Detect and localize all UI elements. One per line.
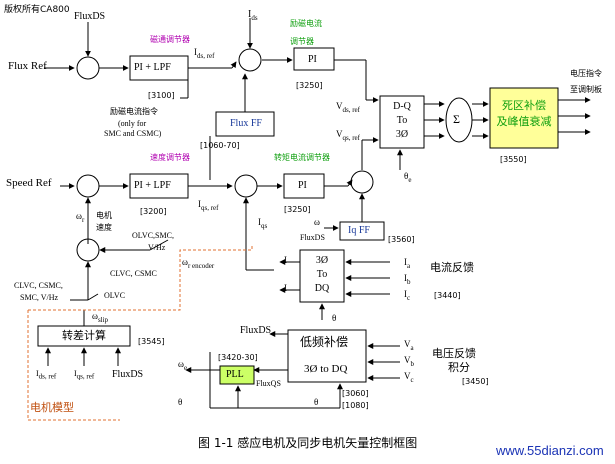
fluxds-ff-label: FluxDS xyxy=(300,233,325,242)
va-label: Va xyxy=(404,339,414,352)
pi-torque-block: PI xyxy=(298,180,307,191)
fluxds-top-label: FluxDS xyxy=(74,11,106,22)
dq-to-3-block: D-Q To 3Ø xyxy=(393,101,411,140)
flux-ff-block: Flux FF xyxy=(230,118,262,129)
sum-excite xyxy=(238,48,262,72)
vds-ref-label: Vds, ref xyxy=(336,101,360,114)
pll-block: PLL xyxy=(226,369,244,380)
fluxds-out-label: FluxDS xyxy=(240,325,272,336)
integral-code: [3450] xyxy=(462,377,489,386)
omega-slip-label: ωslip xyxy=(92,311,109,324)
clvc-csmc-label: CLVC, CSMC xyxy=(110,269,157,278)
omega-r-label: ωr xyxy=(76,211,85,224)
ids-ref-label: Ids, ref xyxy=(194,47,215,60)
flux-ff-code: [1060-70] xyxy=(200,141,240,150)
clvc-csmc-smc-label: CLVC, CSMC, xyxy=(14,281,63,290)
pi-torque-code: [3250] xyxy=(284,205,311,214)
slip-calc-block: 转差计算 xyxy=(62,329,106,342)
flux-pi-lpf-block: PI + LPF xyxy=(134,62,171,73)
fluxqs-label: FluxQS xyxy=(256,379,281,388)
motor-model-label: 电机模型 xyxy=(30,401,74,414)
theta-e-lf-label: θ xyxy=(332,313,337,323)
slip-calc-code: [3545] xyxy=(138,337,165,346)
omega-e-out-label: ωe xyxy=(178,359,188,372)
smc-csmc-label: SMC and CSMC) xyxy=(104,129,162,138)
integral-label: 积分 xyxy=(448,361,470,374)
flux-pi-code: [3100] xyxy=(148,91,175,100)
theta-e-label: θe xyxy=(404,171,412,184)
vqs-ref-label: Vqs, ref xyxy=(336,129,360,142)
sum-torque xyxy=(234,174,258,198)
pi-excite-code: [3250] xyxy=(296,81,323,90)
omega-e-ff-label: ω xyxy=(314,217,320,227)
theta-e-bottom-label: θ xyxy=(178,397,183,407)
motor-speed-label: 电机 xyxy=(96,211,112,220)
smc-vhz-label: SMC, V/Hz xyxy=(20,293,59,302)
speed-regulator-label: 速度调节器 xyxy=(150,153,190,162)
ids-out-label: I xyxy=(284,255,287,265)
three-to-dq-block: 3Ø To DQ xyxy=(314,255,330,294)
three-to-dq2-label: 3Ø to DQ xyxy=(304,363,348,375)
current-feedback-label: 电流反馈 xyxy=(430,261,474,274)
flux-regulator-label: 磁通调节器 xyxy=(150,35,190,44)
iq-ff-code: [3560] xyxy=(388,235,415,244)
excite-regulator-label2: 调节器 xyxy=(290,37,314,46)
lowfreq-code2: [1080] xyxy=(342,401,369,410)
modulator-label: 至调制板 xyxy=(570,85,602,94)
omega-encoder-label: ωr encoder xyxy=(182,257,215,270)
watermark-url: www.55dianzi.com xyxy=(496,443,604,458)
ic-label: Ic xyxy=(404,289,411,302)
three-to-dq-code: [3440] xyxy=(434,291,461,300)
speed-pi-code: [3200] xyxy=(140,207,167,216)
iqs-ref-label: Iqs, ref xyxy=(198,199,219,212)
sum-speed xyxy=(76,174,100,198)
vc-label: Vc xyxy=(404,371,414,384)
ib-label: Ib xyxy=(404,273,411,286)
excite-regulator-label: 励磁电流 xyxy=(290,19,322,28)
olvc-label: OLVC xyxy=(104,291,126,300)
figure-caption: 图 1-1 感应电机及同步电机矢量控制框图 xyxy=(198,436,418,450)
pll-code: [3420-30] xyxy=(218,353,258,362)
copyright-text: 版权所有CA800 xyxy=(4,5,70,15)
iqs-ref-in-label: Iqs, ref xyxy=(74,369,95,381)
iqs-fb-label: Iqs xyxy=(258,217,268,230)
flux-ref-label: Flux Ref xyxy=(8,60,47,72)
sum-vector-symbol: Σ xyxy=(453,112,460,126)
theta-e-bottom2-label: θ xyxy=(314,397,319,407)
lowfreq-block: 低频补偿 xyxy=(300,335,349,349)
speed-ref-label: Speed Ref xyxy=(6,177,52,189)
iq-ff-block: Iq FF xyxy=(348,225,370,236)
voltage-feedback-label: 电压反馈 xyxy=(432,347,476,360)
ids-ref-in-label: Ids, ref xyxy=(36,369,57,381)
fluxds-in-label: FluxDS xyxy=(112,369,144,380)
ia-label: Ia xyxy=(404,257,411,270)
vb-label: Vb xyxy=(404,355,414,368)
lowfreq-code: [3060] xyxy=(342,389,369,398)
excite-cmd-label: 励磁电流指令 xyxy=(110,107,158,116)
iqs-out-label: I xyxy=(284,283,287,293)
speed-pi-lpf-block: PI + LPF xyxy=(134,180,171,191)
only-for-label: (only for xyxy=(118,119,147,128)
ids-top-label: Ids xyxy=(248,9,258,22)
pi-excite-block: PI xyxy=(308,54,317,65)
sum-flux xyxy=(76,56,100,80)
motor-speed-label2: 速度 xyxy=(96,223,112,232)
vhz-label: V/Hz xyxy=(148,243,166,252)
sum-vq xyxy=(350,170,374,194)
deadtime-code: [3550] xyxy=(500,155,527,164)
olvc-smc-label: OLVC,SMC, xyxy=(132,231,174,240)
volt-cmd-label: 电压指令 xyxy=(570,69,602,78)
torque-regulator-label: 转矩电流调节器 xyxy=(274,153,330,162)
deadtime-block: 死区补偿 及峰值衰减 xyxy=(496,99,552,128)
sum-slip xyxy=(76,238,100,262)
